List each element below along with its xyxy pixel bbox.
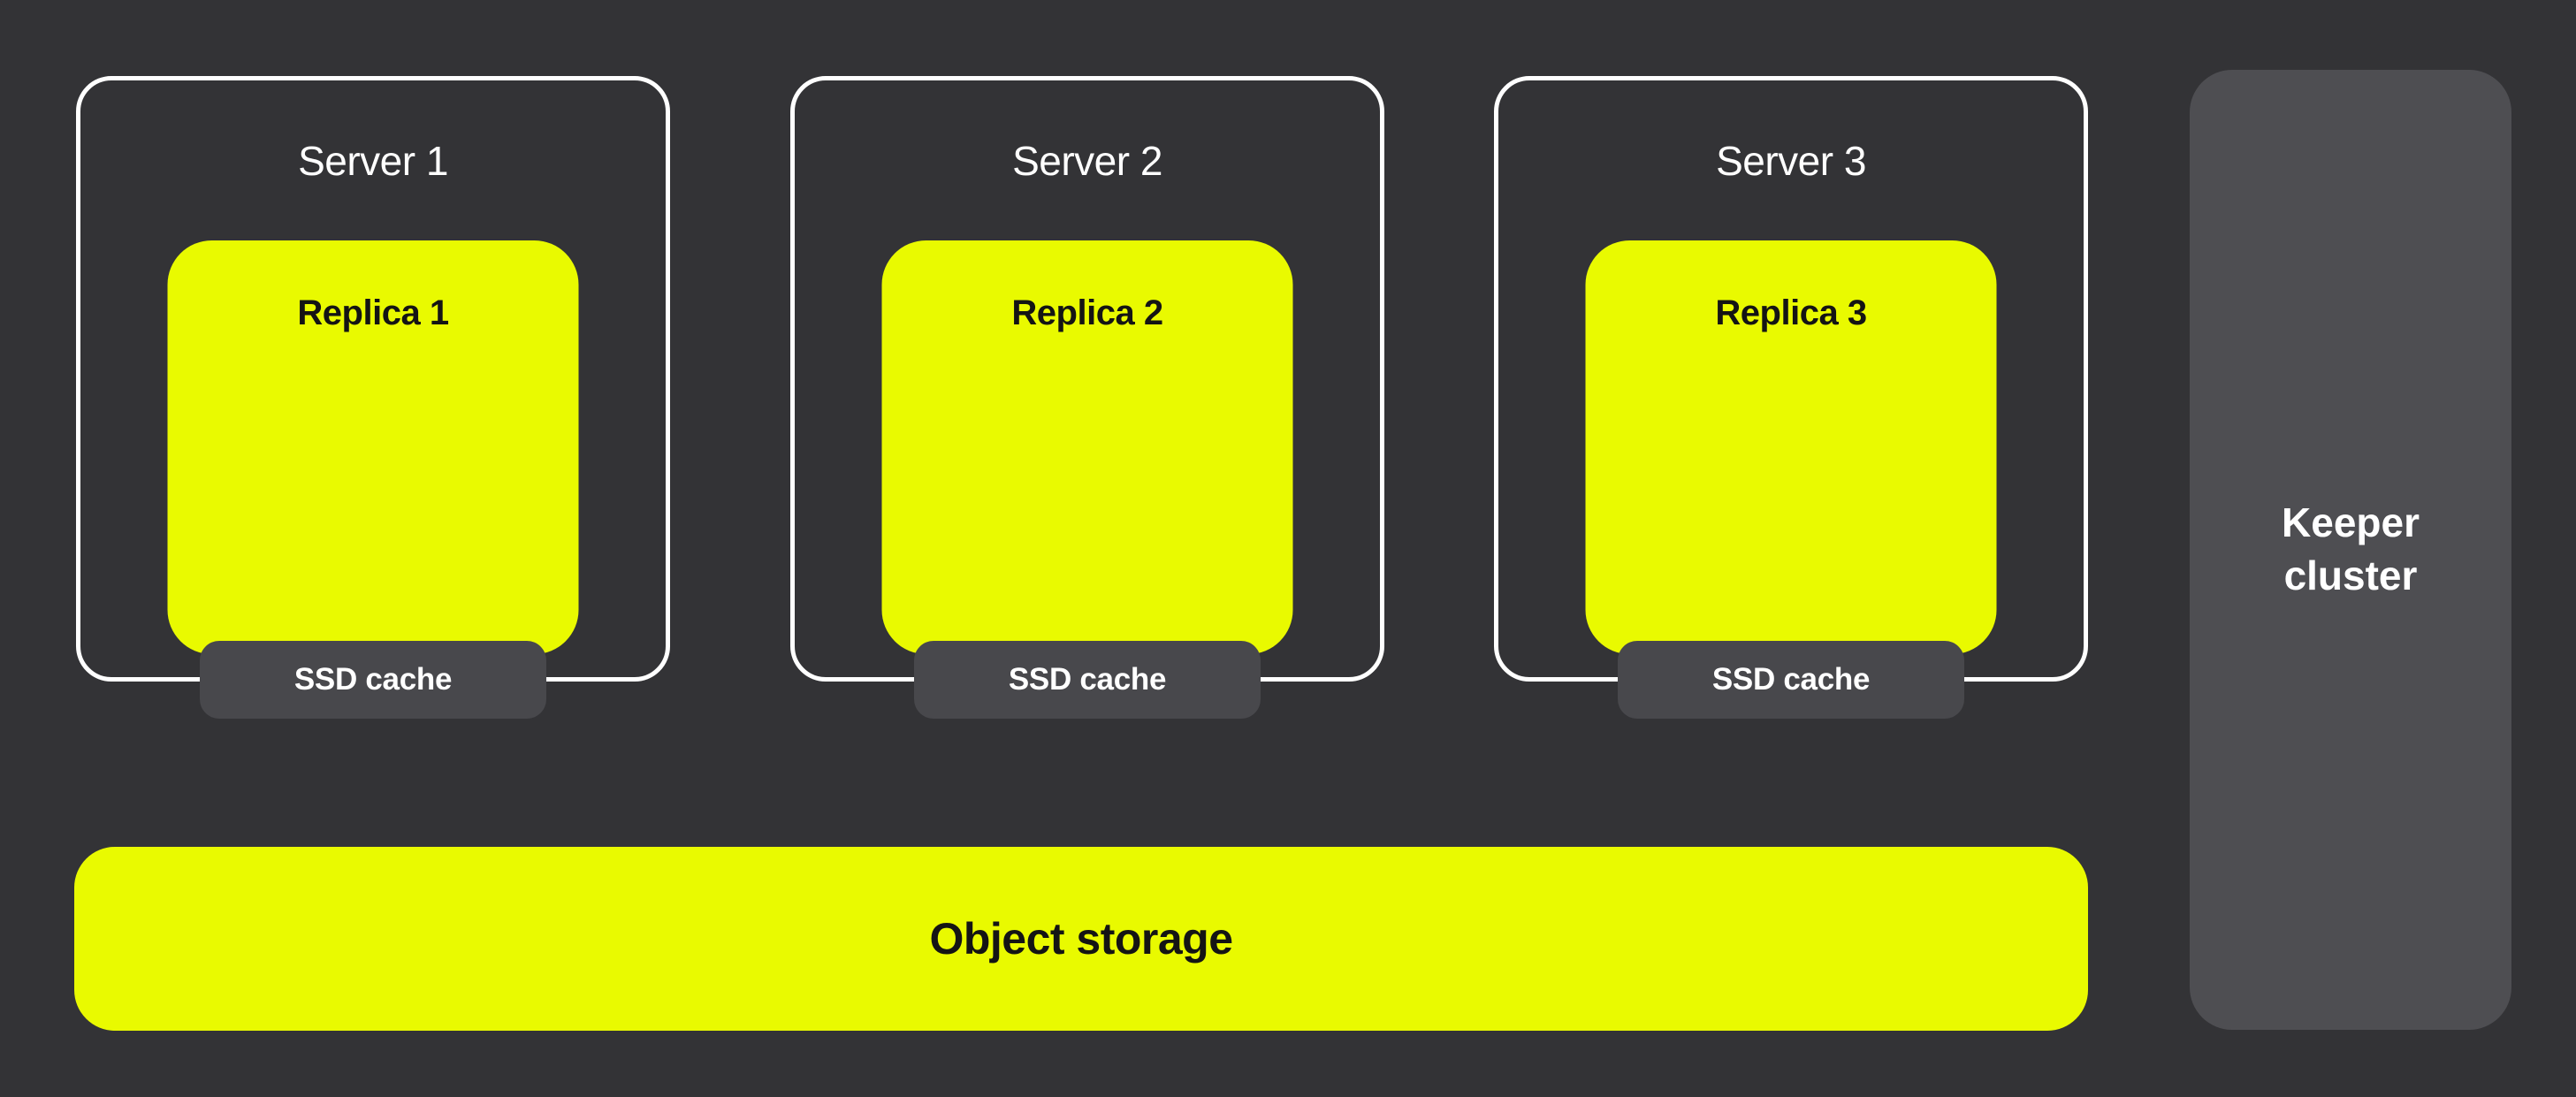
- server-1-box: Server 1 Replica 1 SSD cache: [76, 76, 670, 719]
- ssd-cache-label-3: SSD cache: [1711, 662, 1871, 697]
- server-3-box: Server 3 Replica 3 SSD cache: [1494, 76, 2088, 719]
- object-storage-label: Object storage: [929, 914, 1233, 964]
- ssd-cache-badge-1: SSD cache: [200, 641, 546, 719]
- replica-1-box: Replica 1: [167, 240, 579, 654]
- server-2-title: Server 2: [1012, 138, 1162, 184]
- object-storage-bar: Object storage: [74, 847, 2088, 1031]
- replica-2-box: Replica 2: [881, 240, 1293, 654]
- replica-3-box: Replica 3: [1585, 240, 1997, 654]
- replica-3-label: Replica 3: [1715, 293, 1867, 332]
- server-3-title: Server 3: [1716, 138, 1866, 184]
- ssd-cache-label-2: SSD cache: [1008, 662, 1167, 697]
- keeper-cluster-label: Keeper cluster: [2282, 499, 2420, 598]
- server-1-title: Server 1: [298, 138, 448, 184]
- server-2-box: Server 2 Replica 2 SSD cache: [790, 76, 1384, 719]
- ssd-cache-badge-3: SSD cache: [1618, 641, 1964, 719]
- ssd-cache-label-1: SSD cache: [293, 662, 453, 697]
- ssd-cache-badge-2: SSD cache: [914, 641, 1261, 719]
- keeper-cluster-panel: Keeper cluster: [2190, 70, 2511, 1030]
- replica-2-label: Replica 2: [1011, 293, 1163, 332]
- replica-1-label: Replica 1: [297, 293, 449, 332]
